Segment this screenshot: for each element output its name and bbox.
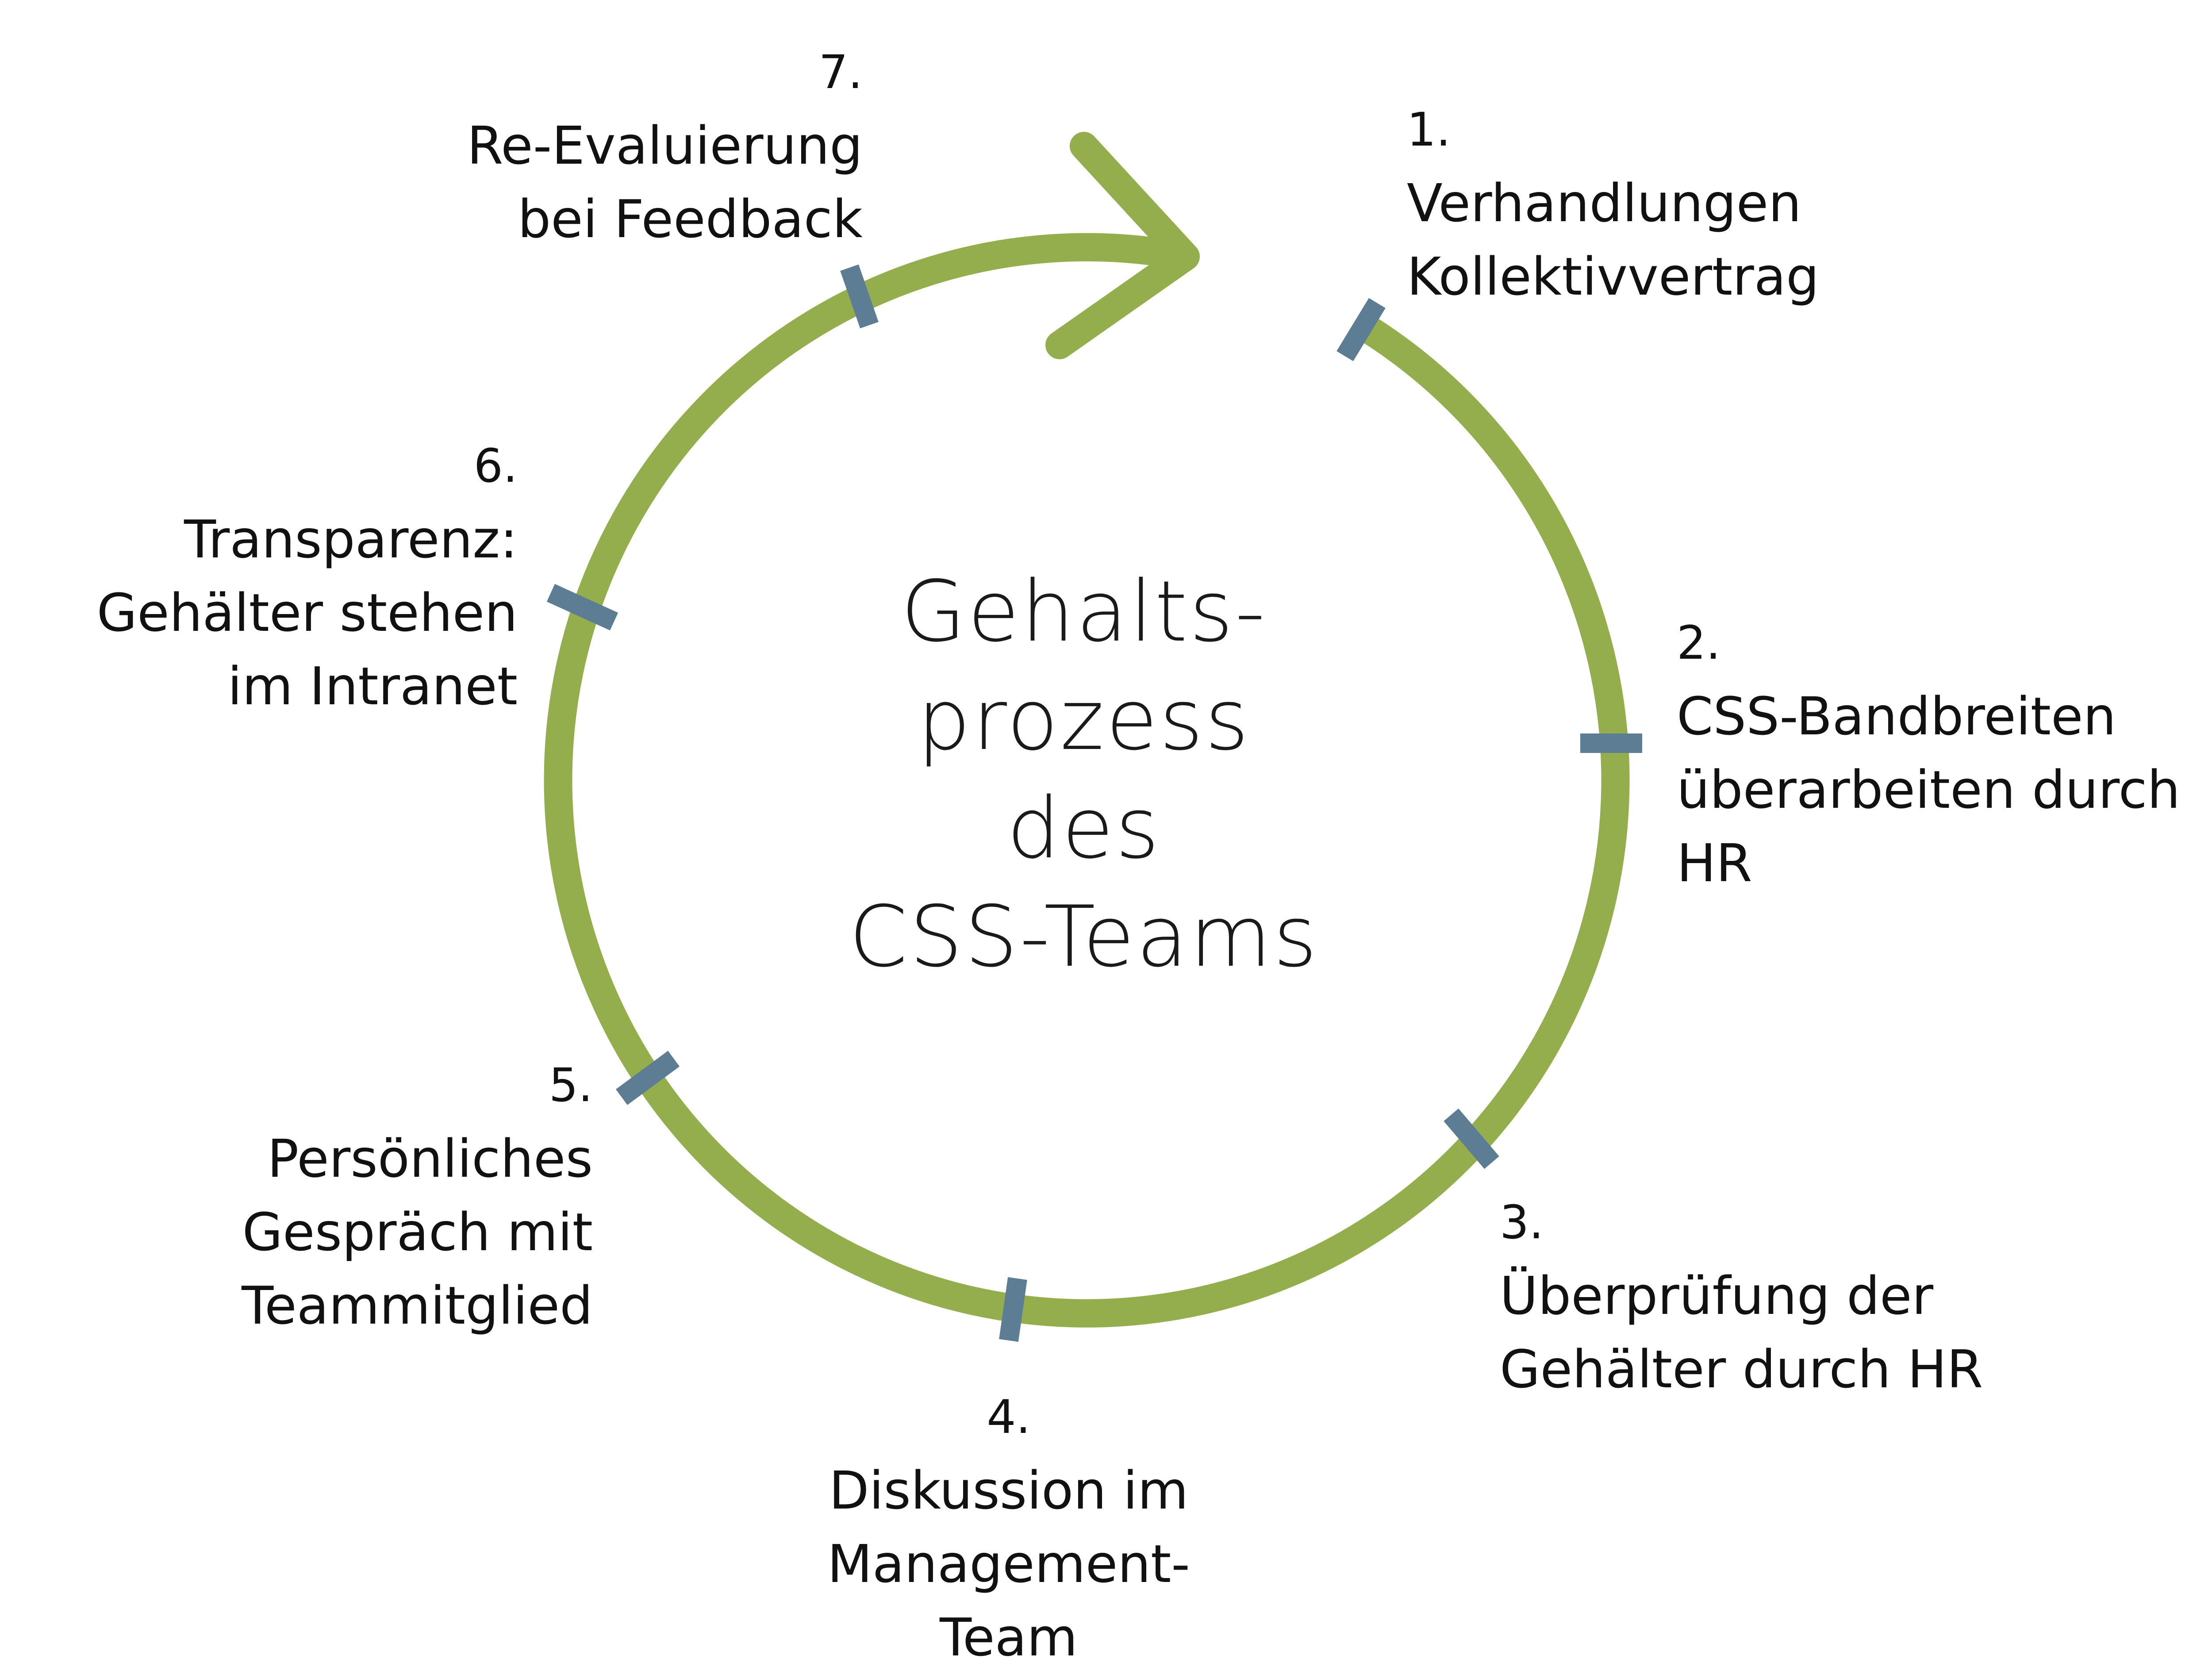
step-4-label: 4. Diskussion im Management- Team	[752, 1380, 1265, 1674]
step-number: 5.	[549, 1058, 593, 1112]
step-number: 2.	[1677, 616, 1721, 670]
step-5-label: 5. Persönliches Gespräch mit Teammitglie…	[88, 1048, 593, 1342]
marker-step-3	[1444, 1108, 1499, 1169]
step-text-line: Kollektivvertrag	[1407, 246, 1820, 307]
step-text-line: Überprüfung der	[1500, 1265, 1934, 1326]
cycle-arrow-head	[1045, 132, 1200, 359]
step-text-line: Diskussion im	[829, 1460, 1189, 1521]
title-line: Gehalts-	[901, 563, 1267, 660]
step-number: 3.	[1500, 1195, 1544, 1249]
step-text-line: Gehälter stehen	[96, 582, 518, 643]
step-text-line: überarbeiten durch	[1677, 759, 2181, 820]
step-number: 7.	[818, 45, 863, 99]
step-text-line: Gehälter durch HR	[1500, 1339, 1983, 1400]
marker-step-7	[840, 264, 879, 329]
step-text-line: HR	[1677, 833, 1752, 894]
cycle-ring	[544, 233, 1630, 1328]
step-text-line: Management-	[827, 1533, 1190, 1594]
center-title: Gehalts- prozess des CSS-Teams	[774, 557, 1394, 991]
marker-step-1	[1336, 298, 1386, 361]
title-line: CSS-Teams	[849, 888, 1319, 986]
step-text-line: bei Feedback	[518, 188, 863, 250]
step-text-line: Team	[940, 1607, 1078, 1668]
step-text-line: Re-Evaluierung	[467, 115, 863, 176]
title-line: prozess	[917, 671, 1251, 769]
step-number: 4.	[987, 1390, 1031, 1444]
step-1-label: 1. Verhandlungen Kollektivvertrag	[1407, 93, 1819, 313]
step-7-label: 7. Re-Evaluierung bei Feedback	[345, 35, 863, 256]
step-number: 1.	[1407, 103, 1451, 157]
marker-step-5	[615, 1051, 680, 1105]
step-text-line: CSS-Bandbreiten	[1677, 686, 2116, 747]
marker-step-6	[546, 584, 618, 631]
step-text-line: Gespräch mit	[242, 1202, 593, 1263]
step-text-line: im Intranet	[227, 656, 518, 717]
step-text-line: Verhandlungen	[1407, 173, 1802, 234]
step-text-line: Teammitglied	[242, 1275, 593, 1336]
step-3-label: 3. Überprüfung der Gehälter durch HR	[1500, 1186, 1983, 1406]
step-text-line: Persönliches	[267, 1128, 593, 1189]
step-2-label: 2. CSS-Bandbreiten überarbeiten durch HR	[1677, 606, 2180, 900]
step-text-line: Transparenz:	[184, 509, 518, 570]
step-6-label: 6. Transparenz: Gehälter stehen im Intra…	[44, 429, 518, 723]
step-number: 6.	[473, 439, 518, 493]
title-line: des	[1006, 779, 1161, 877]
marker-step-4	[999, 1277, 1027, 1342]
